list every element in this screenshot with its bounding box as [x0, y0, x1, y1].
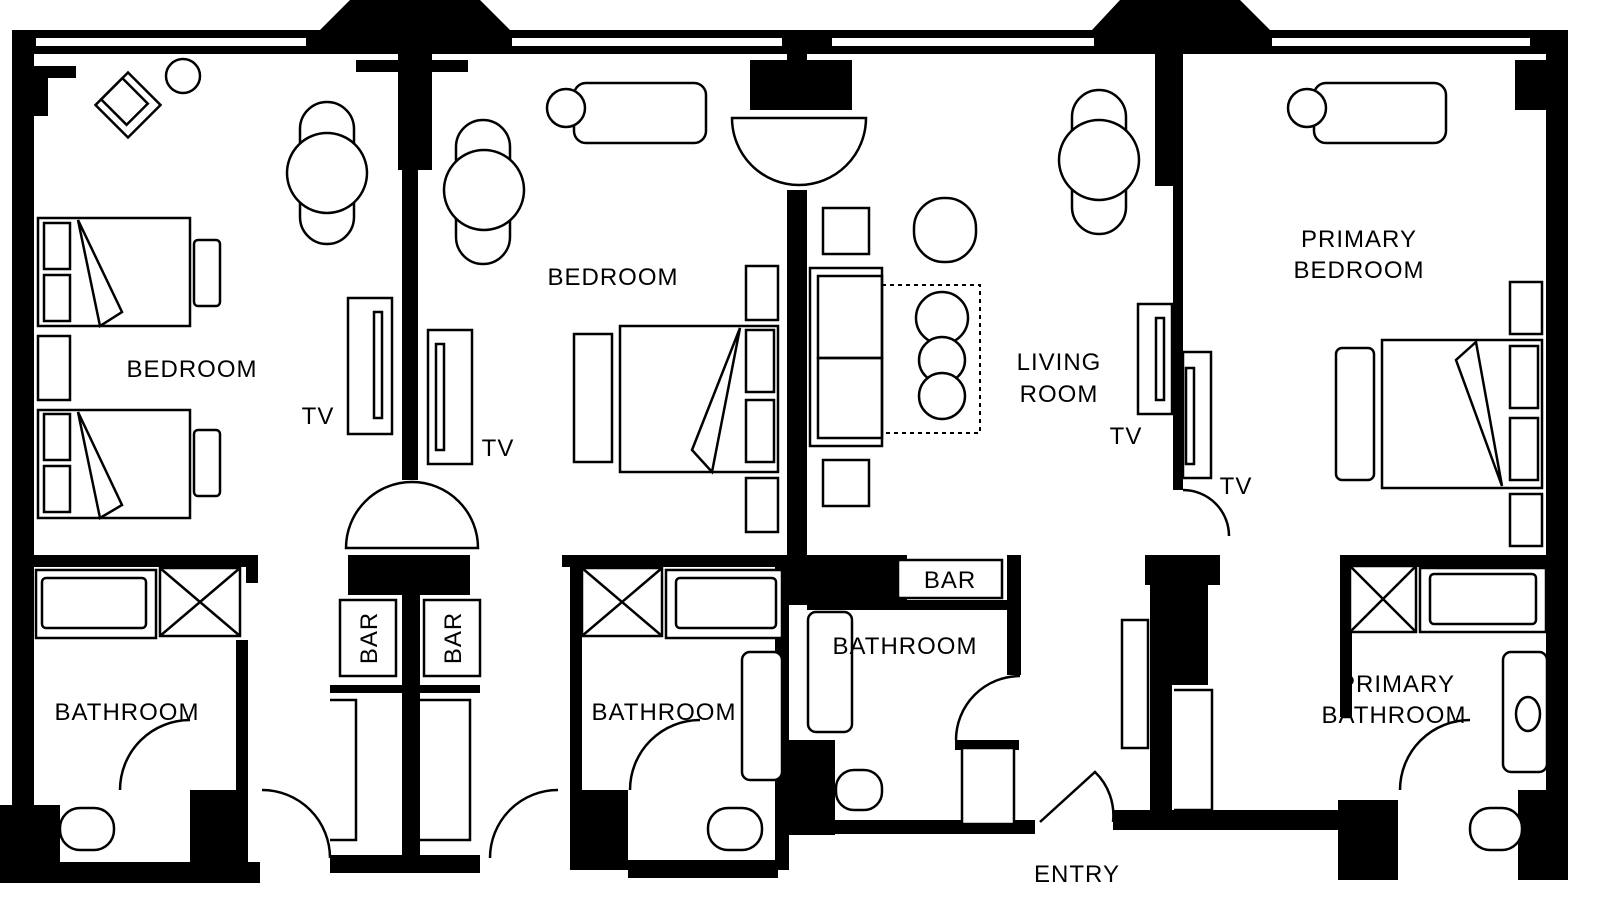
label-tv-3: TV [1110, 423, 1143, 450]
label-tv-4: TV [1220, 473, 1253, 500]
label-bathroom-left: BATHROOM [55, 699, 200, 726]
label-tv-2: TV [482, 435, 515, 462]
furniture [34, 57, 1549, 859]
label-primary-bedroom-1: PRIMARY [1301, 226, 1417, 253]
label-bedroom-center: BEDROOM [547, 264, 678, 291]
label-bedroom-left: BEDROOM [126, 356, 257, 383]
label-primary-bathroom-2: BATHROOM [1322, 702, 1467, 729]
label-living-1: LIVING [1017, 349, 1102, 376]
label-bar-1: BAR [356, 612, 383, 664]
label-tv-1: TV [302, 403, 335, 430]
label-bar-3: BAR [924, 567, 976, 594]
label-entry: ENTRY [1034, 861, 1120, 888]
label-primary-bathroom-1: PRIMARY [1339, 671, 1455, 698]
label-living-2: ROOM [1020, 381, 1099, 408]
label-bathroom-center: BATHROOM [592, 699, 737, 726]
label-bathroom-living: BATHROOM [833, 633, 978, 660]
label-bar-2: BAR [440, 612, 467, 664]
room-labels: BEDROOM BEDROOM LIVING ROOM PRIMARY BEDR… [55, 226, 1467, 888]
label-primary-bedroom-2: BEDROOM [1293, 257, 1424, 284]
walls [0, 0, 1568, 883]
